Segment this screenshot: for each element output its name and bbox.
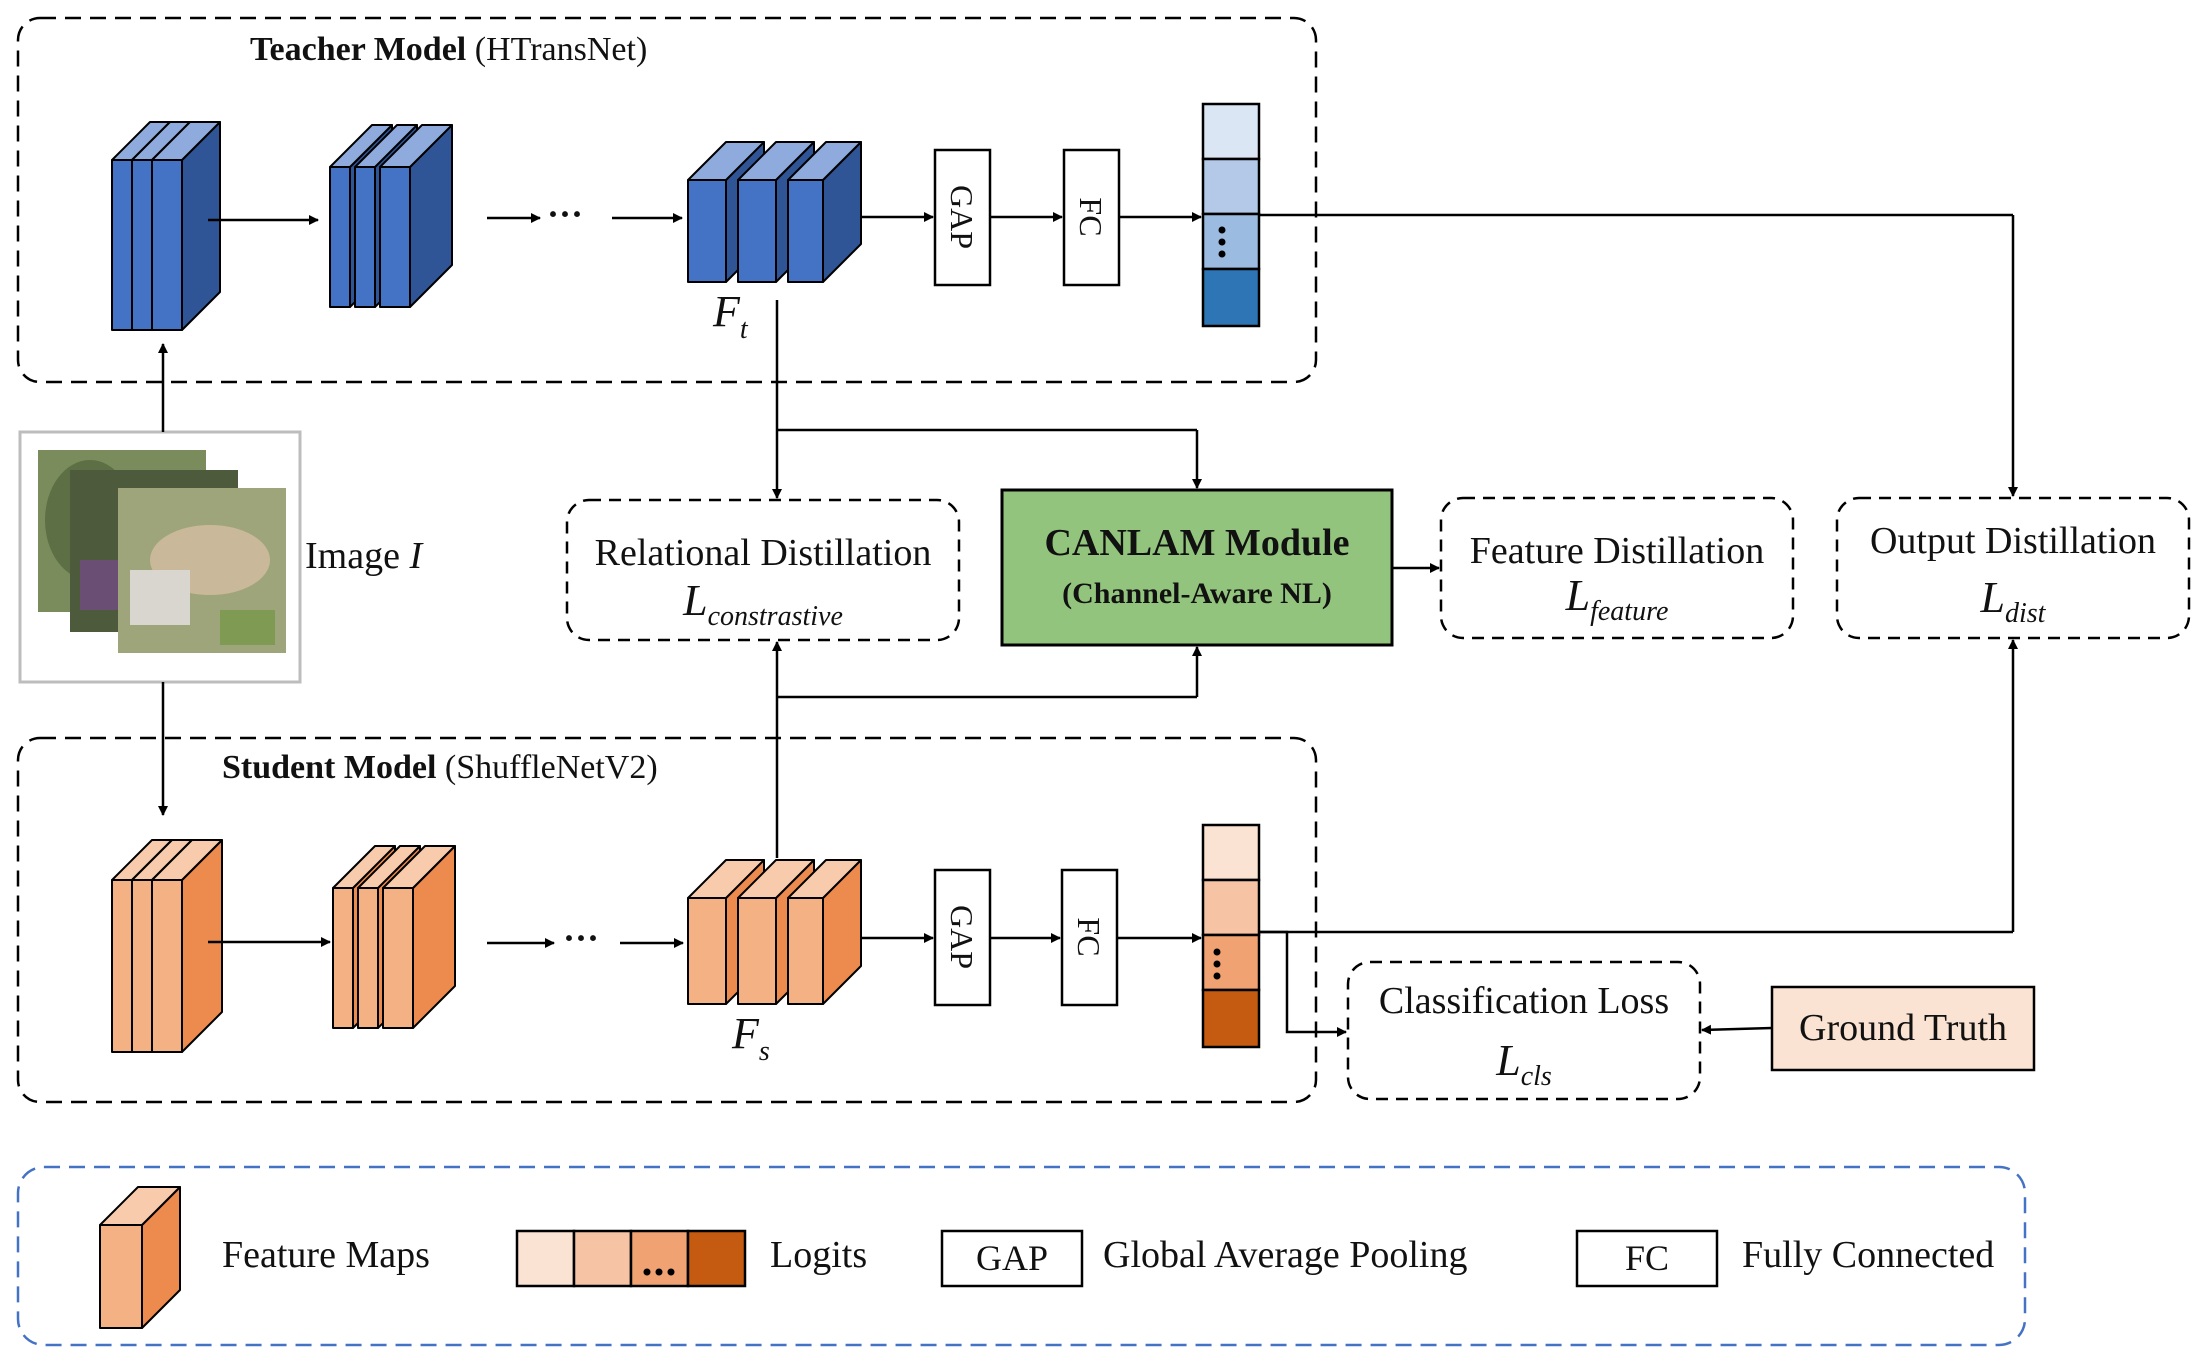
- legend-logit-dot: [643, 1268, 651, 1276]
- canlam-module-box: [1000, 488, 1394, 647]
- ground-truth-label: Ground Truth: [1799, 1007, 2007, 1049]
- legend-fc-description: Fully Connected: [1742, 1234, 1994, 1276]
- student-logit-cell: [1201, 933, 1261, 992]
- legend-logit-cell: [572, 1229, 633, 1288]
- feature-distillation-title: Feature Distillation: [1470, 530, 1764, 572]
- classification-loss-value: Lcls: [1495, 1036, 1552, 1092]
- student-gap-label: GAP: [944, 905, 980, 969]
- image-label: Image I: [305, 535, 424, 577]
- teacher-fc-box: [1062, 148, 1121, 287]
- relational-distillation-title: Relational Distillation: [595, 532, 932, 574]
- relational-distillation-box: [565, 498, 961, 642]
- satellite-image-3-roof: [130, 570, 190, 625]
- legend: Feature Maps Logits GAP Global Average P…: [99, 1186, 1994, 1329]
- teacher-logits: [1201, 102, 1261, 328]
- teacher-logit-dot: [1218, 226, 1226, 234]
- student-logit-cell: [1201, 988, 1261, 1049]
- teacher-panel: [16, 16, 1318, 384]
- legend-logit-dot: [667, 1268, 675, 1276]
- student-feature-label: Fs: [731, 1009, 770, 1067]
- student-feature-map-slab: [357, 887, 379, 1029]
- teacher-feature-map-slab: [131, 159, 153, 331]
- student-logit-dot: [1213, 972, 1221, 980]
- legend-panel: [16, 1165, 2027, 1347]
- student-feature-map-slab: [382, 887, 414, 1029]
- student-logit-cell: [1201, 878, 1261, 937]
- legend-feature-map-icon: [99, 1186, 181, 1329]
- student-gap-box: [933, 868, 992, 1007]
- teacher-feature-map-slab: [787, 179, 824, 283]
- teacher-logit-cell: [1201, 157, 1261, 216]
- legend-logit-dot: [655, 1268, 663, 1276]
- student-logit-dot: [1213, 960, 1221, 968]
- classification-loss-title: Classification Loss: [1379, 980, 1669, 1022]
- student-fc-label: FC: [1071, 917, 1107, 956]
- teacher-title: Teacher Model (HTransNet): [250, 31, 647, 68]
- canlam-module-subtitle: (Channel-Aware NL): [1062, 577, 1332, 610]
- legend-gap-description: Global Average Pooling: [1103, 1234, 1467, 1276]
- student-feature-map-slab: [131, 879, 153, 1053]
- student-logits: [1201, 823, 1261, 1049]
- teacher-feature-label: Ft: [712, 287, 749, 345]
- student-panel: [16, 736, 1318, 1104]
- legend-gap-box-label: GAP: [976, 1238, 1048, 1278]
- legend-logits-label: Logits: [770, 1234, 867, 1276]
- feature-map-stacks: [111, 121, 862, 1053]
- connectors: [158, 212, 2018, 1037]
- legend-feature-map-slab: [99, 1224, 143, 1329]
- feature-distillation-box: [1439, 496, 1795, 640]
- student-logit-dot: [1213, 948, 1221, 956]
- teacher-feature-map-slab: [111, 159, 133, 331]
- output-distillation-loss: Ldist: [1980, 573, 2047, 629]
- teacher-feature-map-slab: [379, 166, 411, 308]
- teacher-logit-cell: [1201, 212, 1261, 271]
- student-fc-box: [1060, 868, 1119, 1007]
- student-logit-cell: [1201, 823, 1261, 882]
- legend-fc-box: [1575, 1229, 1719, 1288]
- legend-fc-box-label: FC: [1625, 1238, 1669, 1278]
- teacher-feature-map-slab: [687, 179, 727, 283]
- teacher-ellipsis: ···: [547, 194, 583, 234]
- input-image: [18, 430, 302, 684]
- teacher-logit-cell: [1201, 267, 1261, 328]
- legend-gap-box: [940, 1229, 1084, 1288]
- teacher-feature-map-slab: [151, 159, 183, 331]
- teacher-feature-map-slab: [737, 179, 777, 283]
- teacher-gap-label: GAP: [944, 185, 980, 249]
- student-feature-map-slab: [687, 897, 727, 1005]
- output-distillation-title: Output Distillation: [1870, 520, 2156, 562]
- student-feature-map-slab: [787, 897, 824, 1005]
- feature-distillation-loss: Lfeature: [1565, 571, 1669, 627]
- legend-feature-maps-label: Feature Maps: [222, 1234, 430, 1276]
- student-feature-map-slab: [737, 897, 777, 1005]
- teacher-feature-map-slab: [329, 166, 351, 308]
- teacher-fc-label: FC: [1073, 197, 1109, 236]
- teacher-logit-dot: [1218, 238, 1226, 246]
- student-feature-map-slab: [111, 879, 133, 1053]
- connector: [1259, 930, 1347, 1037]
- student-title: Student Model (ShuffleNetV2): [222, 749, 658, 786]
- classification-loss-box: [1346, 960, 1702, 1101]
- satellite-image-3-field: [220, 610, 275, 645]
- legend-logit-cell: [515, 1229, 576, 1288]
- student-feature-map-slab: [151, 879, 183, 1053]
- canlam-module-title: CANLAM Module: [1044, 522, 1349, 564]
- teacher-feature-map-slab: [354, 166, 376, 308]
- legend-logit-cell: [629, 1229, 690, 1288]
- teacher-logit-cell: [1201, 102, 1261, 161]
- output-distillation-box: [1835, 496, 2191, 640]
- student-ellipsis: ···: [563, 918, 599, 958]
- teacher-logit-dot: [1218, 250, 1226, 258]
- arrow: [1701, 1024, 1773, 1035]
- student-feature-map-slab: [332, 887, 354, 1029]
- relational-distillation-loss: Lconstrastive: [682, 576, 843, 632]
- teacher-gap-box: [933, 148, 992, 287]
- legend-logit-cell: [686, 1229, 747, 1288]
